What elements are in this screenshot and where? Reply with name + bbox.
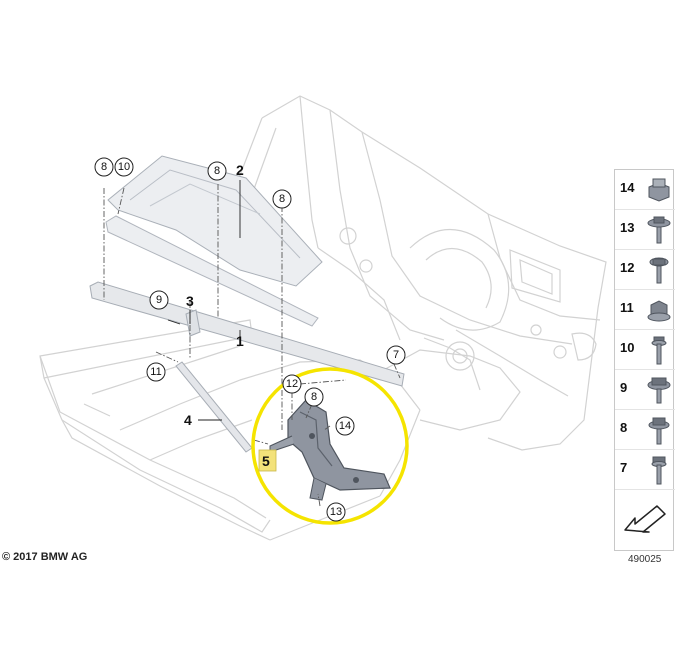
- svg-text:11: 11: [150, 366, 161, 378]
- svg-text:7: 7: [393, 349, 399, 361]
- svg-text:14: 14: [339, 420, 351, 432]
- parts-number: 14: [620, 180, 635, 195]
- callout-14: 14: [335, 416, 355, 436]
- hex-collar-bolt-icon: [647, 377, 671, 404]
- clip-nut-icon: [648, 178, 670, 202]
- parts-number: 10: [620, 340, 635, 355]
- svg-text:13: 13: [330, 506, 342, 518]
- parts-row-arrow: [615, 490, 675, 550]
- callout-10: 10: [114, 157, 134, 177]
- svg-text:10: 10: [118, 161, 130, 173]
- callout-8-top-left: 8: [94, 157, 114, 177]
- copyright-text: © 2017 BMW AG: [2, 551, 88, 563]
- parts-number: 8: [620, 420, 628, 435]
- hex-collar-nut-icon: [647, 300, 671, 322]
- direction-arrow-icon: [624, 505, 666, 533]
- part-5-support: [269, 399, 391, 501]
- part-3-bracket: [185, 309, 201, 337]
- svg-text:5: 5: [262, 453, 270, 469]
- screw-washer-icon: [647, 216, 671, 244]
- part-2-panel: [107, 155, 323, 287]
- callout-8-mid: 8: [272, 189, 292, 209]
- parts-row-13[interactable]: 13: [615, 210, 675, 250]
- callout-9: 9: [149, 290, 169, 310]
- parts-row-10[interactable]: 10: [615, 330, 675, 370]
- callout-12: 12: [282, 374, 302, 394]
- svg-text:8: 8: [101, 161, 107, 173]
- label-part-1: 1: [236, 333, 244, 349]
- part-4-strut: [175, 361, 253, 453]
- flange-screw-icon: [649, 257, 669, 284]
- parts-number: 13: [620, 220, 635, 235]
- parts-number: 9: [620, 380, 628, 395]
- label-part-3: 3: [186, 293, 194, 309]
- diagram-id: 490025: [628, 554, 662, 565]
- highlight-ring: [251, 367, 409, 525]
- parts-row-11[interactable]: 11: [615, 290, 675, 330]
- flange-bolt-icon: [648, 417, 670, 445]
- label-part-2: 2: [236, 162, 244, 178]
- label-part-4: 4: [184, 412, 192, 428]
- parts-panel: 14 13 12 11 10: [614, 169, 675, 551]
- svg-text:8: 8: [279, 193, 285, 205]
- parts-number: 12: [620, 260, 635, 275]
- leader-lines: [167, 180, 241, 421]
- svg-text:12: 12: [286, 378, 298, 390]
- svg-text:9: 9: [156, 294, 162, 306]
- part-1-crossmember: [89, 215, 405, 387]
- callout-7: 7: [386, 345, 406, 365]
- callout-8-lower: 8: [304, 387, 324, 407]
- parts-number: 7: [620, 460, 628, 475]
- hex-bolt-icon: [651, 456, 667, 485]
- highlighted-part-label[interactable]: 5: [258, 449, 277, 472]
- callout-11: 11: [146, 362, 166, 382]
- bolt-icon: [651, 336, 667, 365]
- svg-text:8: 8: [311, 391, 317, 403]
- assembly-lines: [103, 184, 401, 507]
- parts-number: 11: [620, 300, 634, 315]
- parts-row-7[interactable]: 7: [615, 450, 675, 490]
- parts-row-9[interactable]: 9: [615, 370, 675, 410]
- parts-row-8[interactable]: 8: [615, 410, 675, 450]
- svg-text:8: 8: [214, 165, 220, 177]
- parts-row-12[interactable]: 12: [615, 250, 675, 290]
- parts-row-14[interactable]: 14: [615, 170, 675, 210]
- callout-8-top-center: 8: [207, 161, 227, 181]
- callout-13: 13: [326, 502, 346, 522]
